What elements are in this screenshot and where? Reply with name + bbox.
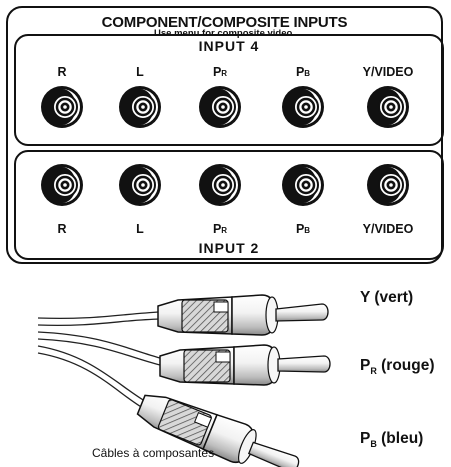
- plug-pb: [136, 394, 300, 467]
- input-4-port-label-l: L: [136, 65, 144, 79]
- input-2-port-label-r: R: [57, 222, 67, 236]
- input-2-port-label-pr: PR: [212, 222, 228, 236]
- input-2-port-label-pb: PB: [295, 222, 311, 236]
- plug-y: [157, 294, 329, 336]
- input-4-group: INPUT 4: [14, 34, 444, 146]
- input-2-jack-pb-icon[interactable]: [279, 161, 327, 209]
- panel-title: COMPONENT/COMPOSITE INPUTS: [101, 14, 348, 31]
- cable-label-y: Y (vert): [360, 289, 414, 306]
- input-2-jack-l-icon[interactable]: [116, 161, 164, 209]
- input-2-jack-pr-icon[interactable]: [196, 161, 244, 209]
- input-4-port-label-y-video: Y/VIDEO: [362, 65, 414, 79]
- input-4-port-label-pb: PB: [295, 65, 311, 79]
- input-2-title: INPUT 2: [198, 240, 260, 256]
- input-4-jack-r-icon[interactable]: [38, 83, 86, 131]
- input-2-group: INPUT 2: [14, 150, 444, 260]
- input-4-port-label-r: R: [57, 65, 67, 79]
- cable-label-pb: PB (bleu): [360, 430, 424, 449]
- input-2-jack-y-video-icon[interactable]: [364, 161, 412, 209]
- input-4-jack-y-video-icon[interactable]: [364, 83, 412, 131]
- input-2-port-label-y-video: Y/VIDEO: [362, 222, 414, 236]
- cables-caption: Câbles à composantes: [92, 446, 215, 460]
- input-2-jack-r-icon[interactable]: [38, 161, 86, 209]
- plug-pr: [159, 344, 331, 386]
- cable-label-pr: PR (rouge): [360, 357, 435, 376]
- input-4-title: INPUT 4: [198, 38, 260, 54]
- component-cables-illustration: [37, 294, 331, 467]
- panel-subtitle: Use menu for composite video.: [154, 28, 295, 39]
- input-4-jack-l-icon[interactable]: [116, 83, 164, 131]
- cable-wires: [37, 311, 161, 412]
- input-4-port-label-pr: PR: [212, 65, 228, 79]
- input-4-jack-pr-icon[interactable]: [196, 83, 244, 131]
- input-2-port-label-l: L: [136, 222, 144, 236]
- input-4-jack-pb-icon[interactable]: [279, 83, 327, 131]
